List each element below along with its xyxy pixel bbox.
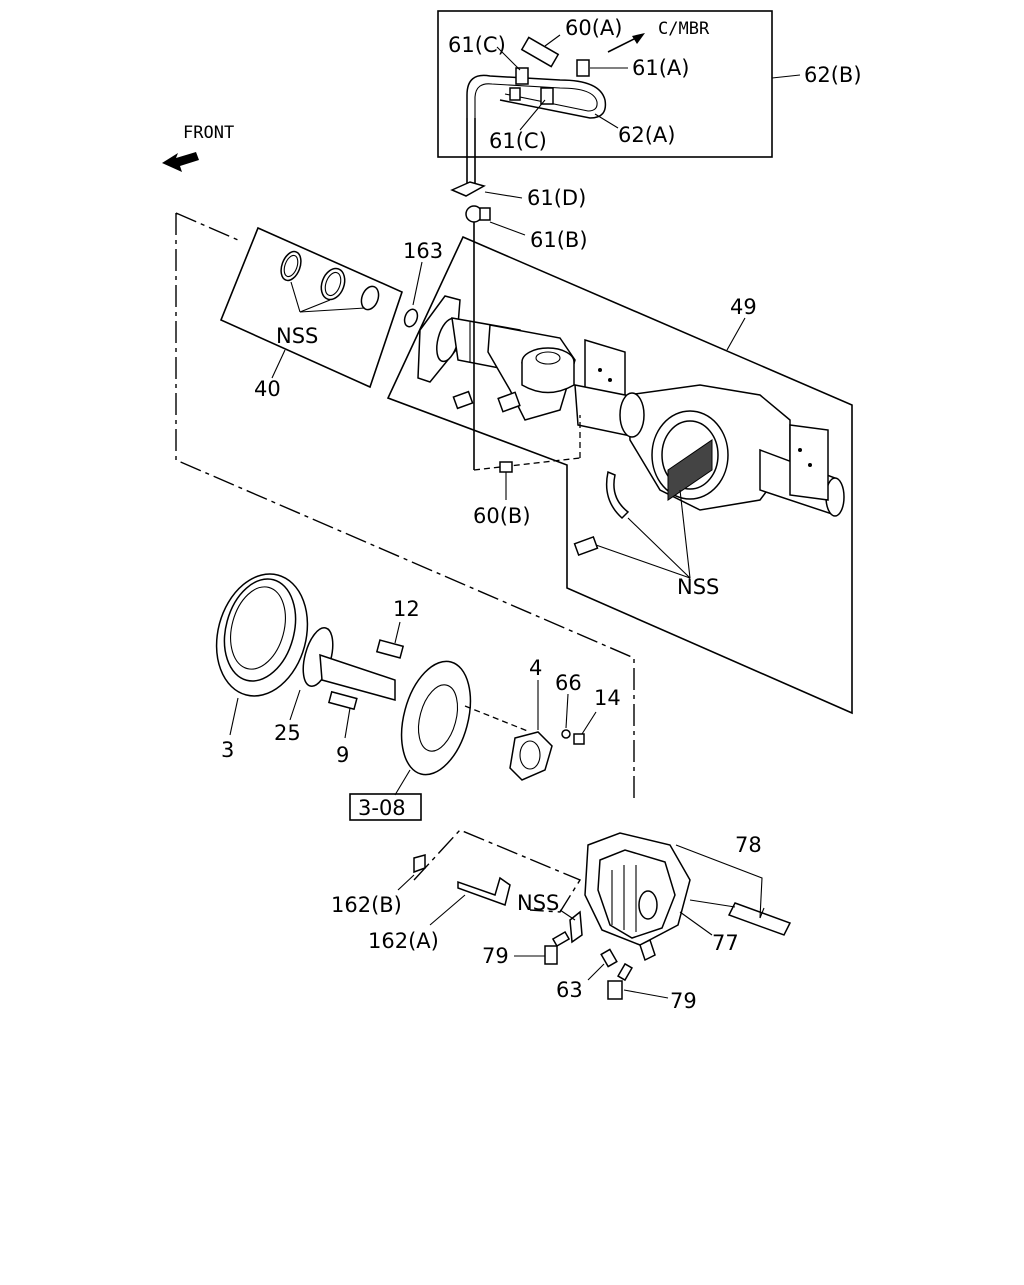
label-nss-seals: NSS [276, 324, 318, 348]
label-14: 14 [594, 686, 621, 710]
breather-hose-group: 60(A) C/MBR 61(C) 61(A) 62(B) 61(C) 62(A… [437, 10, 862, 158]
label-63: 63 [556, 978, 583, 1002]
label-77: 77 [712, 931, 739, 955]
diff-cover-77: 77 [584, 832, 739, 955]
label-12: 12 [393, 597, 420, 621]
label-162b: 162(B) [331, 893, 402, 917]
cover-callout-frame [413, 829, 582, 913]
axle-housing-frame [386, 235, 853, 715]
arrow-icon [162, 152, 199, 172]
clip-162b: 162(B) [331, 854, 426, 917]
label-61c-bottom: 61(C) [489, 129, 547, 153]
label-3-08: 3-08 [358, 796, 406, 820]
front-indicator: FRONT [162, 123, 234, 172]
label-25: 25 [274, 721, 301, 745]
label-62b: 62(B) [804, 63, 862, 87]
hose-62a [466, 74, 607, 119]
label-66: 66 [555, 671, 582, 695]
label-3: 3 [221, 738, 234, 762]
label-163: 163 [403, 239, 443, 263]
label-nss-cover: NSS [517, 891, 559, 915]
breather-box-frame [437, 10, 773, 158]
bolt-12: 12 [375, 597, 420, 659]
clip-61c-bottom [540, 87, 554, 105]
seal-kit-40: NSS 40 [219, 226, 403, 401]
rotor-3: 3 [215, 573, 309, 762]
bolt-79-left: 79 [482, 931, 571, 968]
label-nss-housing: NSS [677, 575, 719, 599]
connector-60a [520, 36, 560, 68]
clip-61c-top [515, 67, 529, 85]
label-61c-top: 61(C) [448, 33, 506, 57]
label-c-mbr: C/MBR [658, 19, 710, 39]
label-61b: 61(B) [530, 228, 588, 252]
label-plate-78: 78 [675, 833, 792, 936]
plug-63: 63 [556, 948, 618, 1002]
label-60b: 60(B) [473, 504, 531, 528]
label-61a: 61(A) [632, 56, 689, 80]
bracket-nss: NSS [573, 470, 719, 599]
label-40: 40 [254, 377, 281, 401]
label-79-left: 79 [482, 944, 509, 968]
label-60a: 60(A) [565, 16, 622, 40]
label-79-right: 79 [670, 989, 697, 1013]
washer-66: 66 [555, 671, 582, 739]
fitting-61b: 61(B) [465, 205, 588, 252]
gasket-nss: NSS [517, 891, 583, 944]
clip-61d: 61(D) [450, 181, 586, 210]
label-4: 4 [529, 656, 542, 680]
label-62a: 62(A) [618, 123, 675, 147]
backing-plate: 3-08 [349, 660, 472, 821]
axle-shaft-25: 25 [274, 627, 396, 745]
label-49: 49 [730, 295, 757, 319]
label-78: 78 [735, 833, 762, 857]
retainer-4: 4 [509, 656, 553, 781]
bracket-162a: 162(A) [368, 876, 511, 953]
label-front: FRONT [183, 123, 234, 143]
axle-housing-49 [417, 295, 845, 517]
ref-box-3-08 [349, 793, 422, 821]
label-9: 9 [336, 743, 349, 767]
label-162a: 162(A) [368, 929, 439, 953]
clip-61a [576, 59, 590, 77]
bolt-9: 9 [327, 690, 358, 767]
fitting-60b: 60(B) [473, 461, 531, 528]
o-ring-163: 163 [403, 239, 443, 328]
nut-14: 14 [573, 686, 621, 745]
housing-callout-frame [175, 212, 635, 800]
label-61d: 61(D) [527, 186, 586, 210]
bolt-79-right: 79 [607, 938, 697, 1013]
